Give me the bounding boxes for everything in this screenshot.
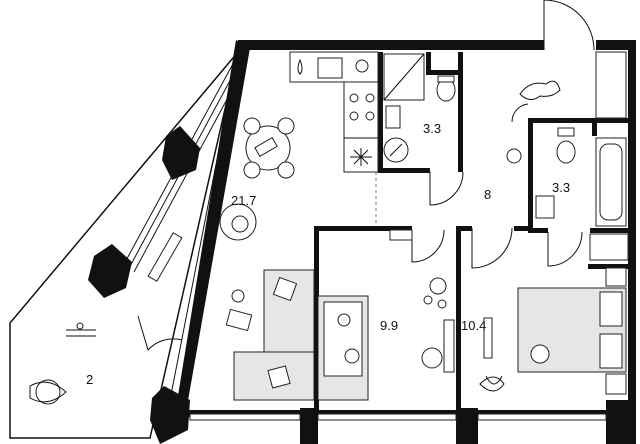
bathroom-1-fixtures bbox=[383, 53, 456, 163]
hall-decor bbox=[506, 51, 627, 164]
area-bathroom-1: 3.3 bbox=[423, 121, 442, 136]
plant bbox=[479, 375, 505, 392]
sofa bbox=[233, 269, 315, 401]
armchair bbox=[219, 203, 257, 241]
coffee-table bbox=[225, 289, 253, 332]
bathroom-2-fixtures bbox=[535, 127, 627, 227]
facade-columns bbox=[88, 126, 636, 444]
bedroom-1-furniture bbox=[317, 229, 455, 401]
door-swings bbox=[137, 0, 595, 351]
area-bedroom-2: 10.4 bbox=[461, 318, 487, 333]
dining-table bbox=[243, 117, 295, 179]
area-hall: 8 bbox=[484, 187, 492, 202]
area-living-kitchen: 21.7 bbox=[231, 193, 257, 208]
tv-console bbox=[147, 232, 183, 282]
bottom-windows bbox=[189, 413, 607, 421]
balcony-furniture bbox=[29, 322, 96, 405]
area-bedroom-1: 9.9 bbox=[380, 318, 399, 333]
bedroom-2-furniture bbox=[483, 233, 629, 395]
area-balcony: 2 bbox=[86, 372, 94, 387]
area-bathroom-2: 3.3 bbox=[552, 180, 571, 195]
kitchen-counter bbox=[289, 51, 379, 173]
